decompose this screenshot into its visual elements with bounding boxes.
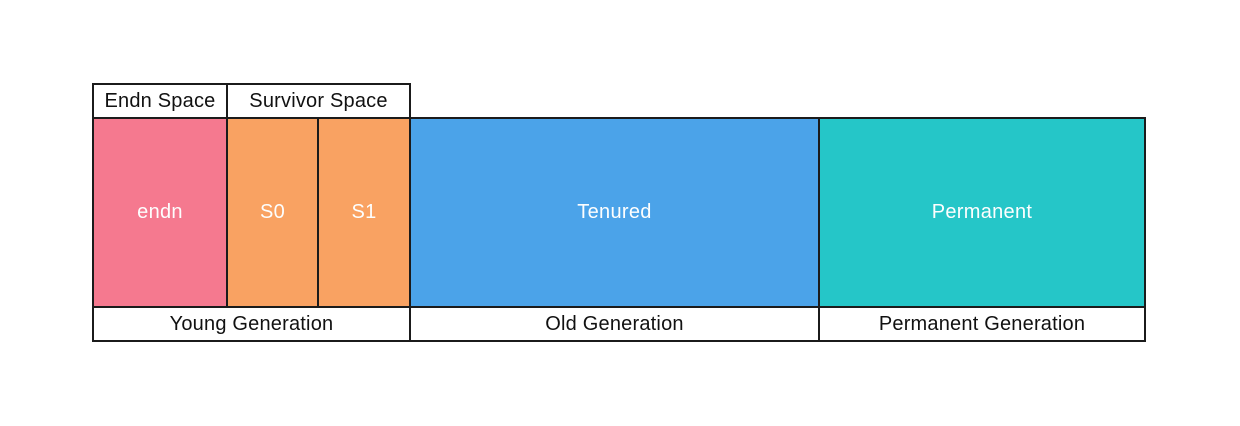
header-label-survivor-space: Survivor Space — [249, 89, 388, 112]
generation-label-young: Young Generation — [169, 312, 334, 335]
region-s0: S0 — [226, 117, 319, 308]
header-cell-endn-space: Endn Space — [92, 83, 228, 119]
header-label-endn-space: Endn Space — [104, 89, 216, 112]
region-label-s0: S0 — [259, 201, 286, 223]
header-cell-survivor-space: Survivor Space — [226, 83, 411, 119]
region-label-s1: S1 — [351, 201, 377, 223]
region-tenured: Tenured — [409, 117, 820, 308]
region-s1: S1 — [317, 117, 411, 308]
region-label-tenured: Tenured — [577, 201, 652, 223]
generation-cell-young: Young Generation — [92, 306, 411, 342]
region-permanent: Permanent — [818, 117, 1146, 308]
region-label-endn: endn — [137, 201, 183, 223]
region-label-permanent: Permanent — [931, 201, 1033, 223]
generation-cell-permanent: Permanent Generation — [818, 306, 1146, 342]
generation-label-permanent: Permanent Generation — [878, 312, 1086, 335]
generation-label-old: Old Generation — [545, 312, 684, 335]
region-endn: endn — [92, 117, 228, 308]
generation-cell-old: Old Generation — [409, 306, 820, 342]
